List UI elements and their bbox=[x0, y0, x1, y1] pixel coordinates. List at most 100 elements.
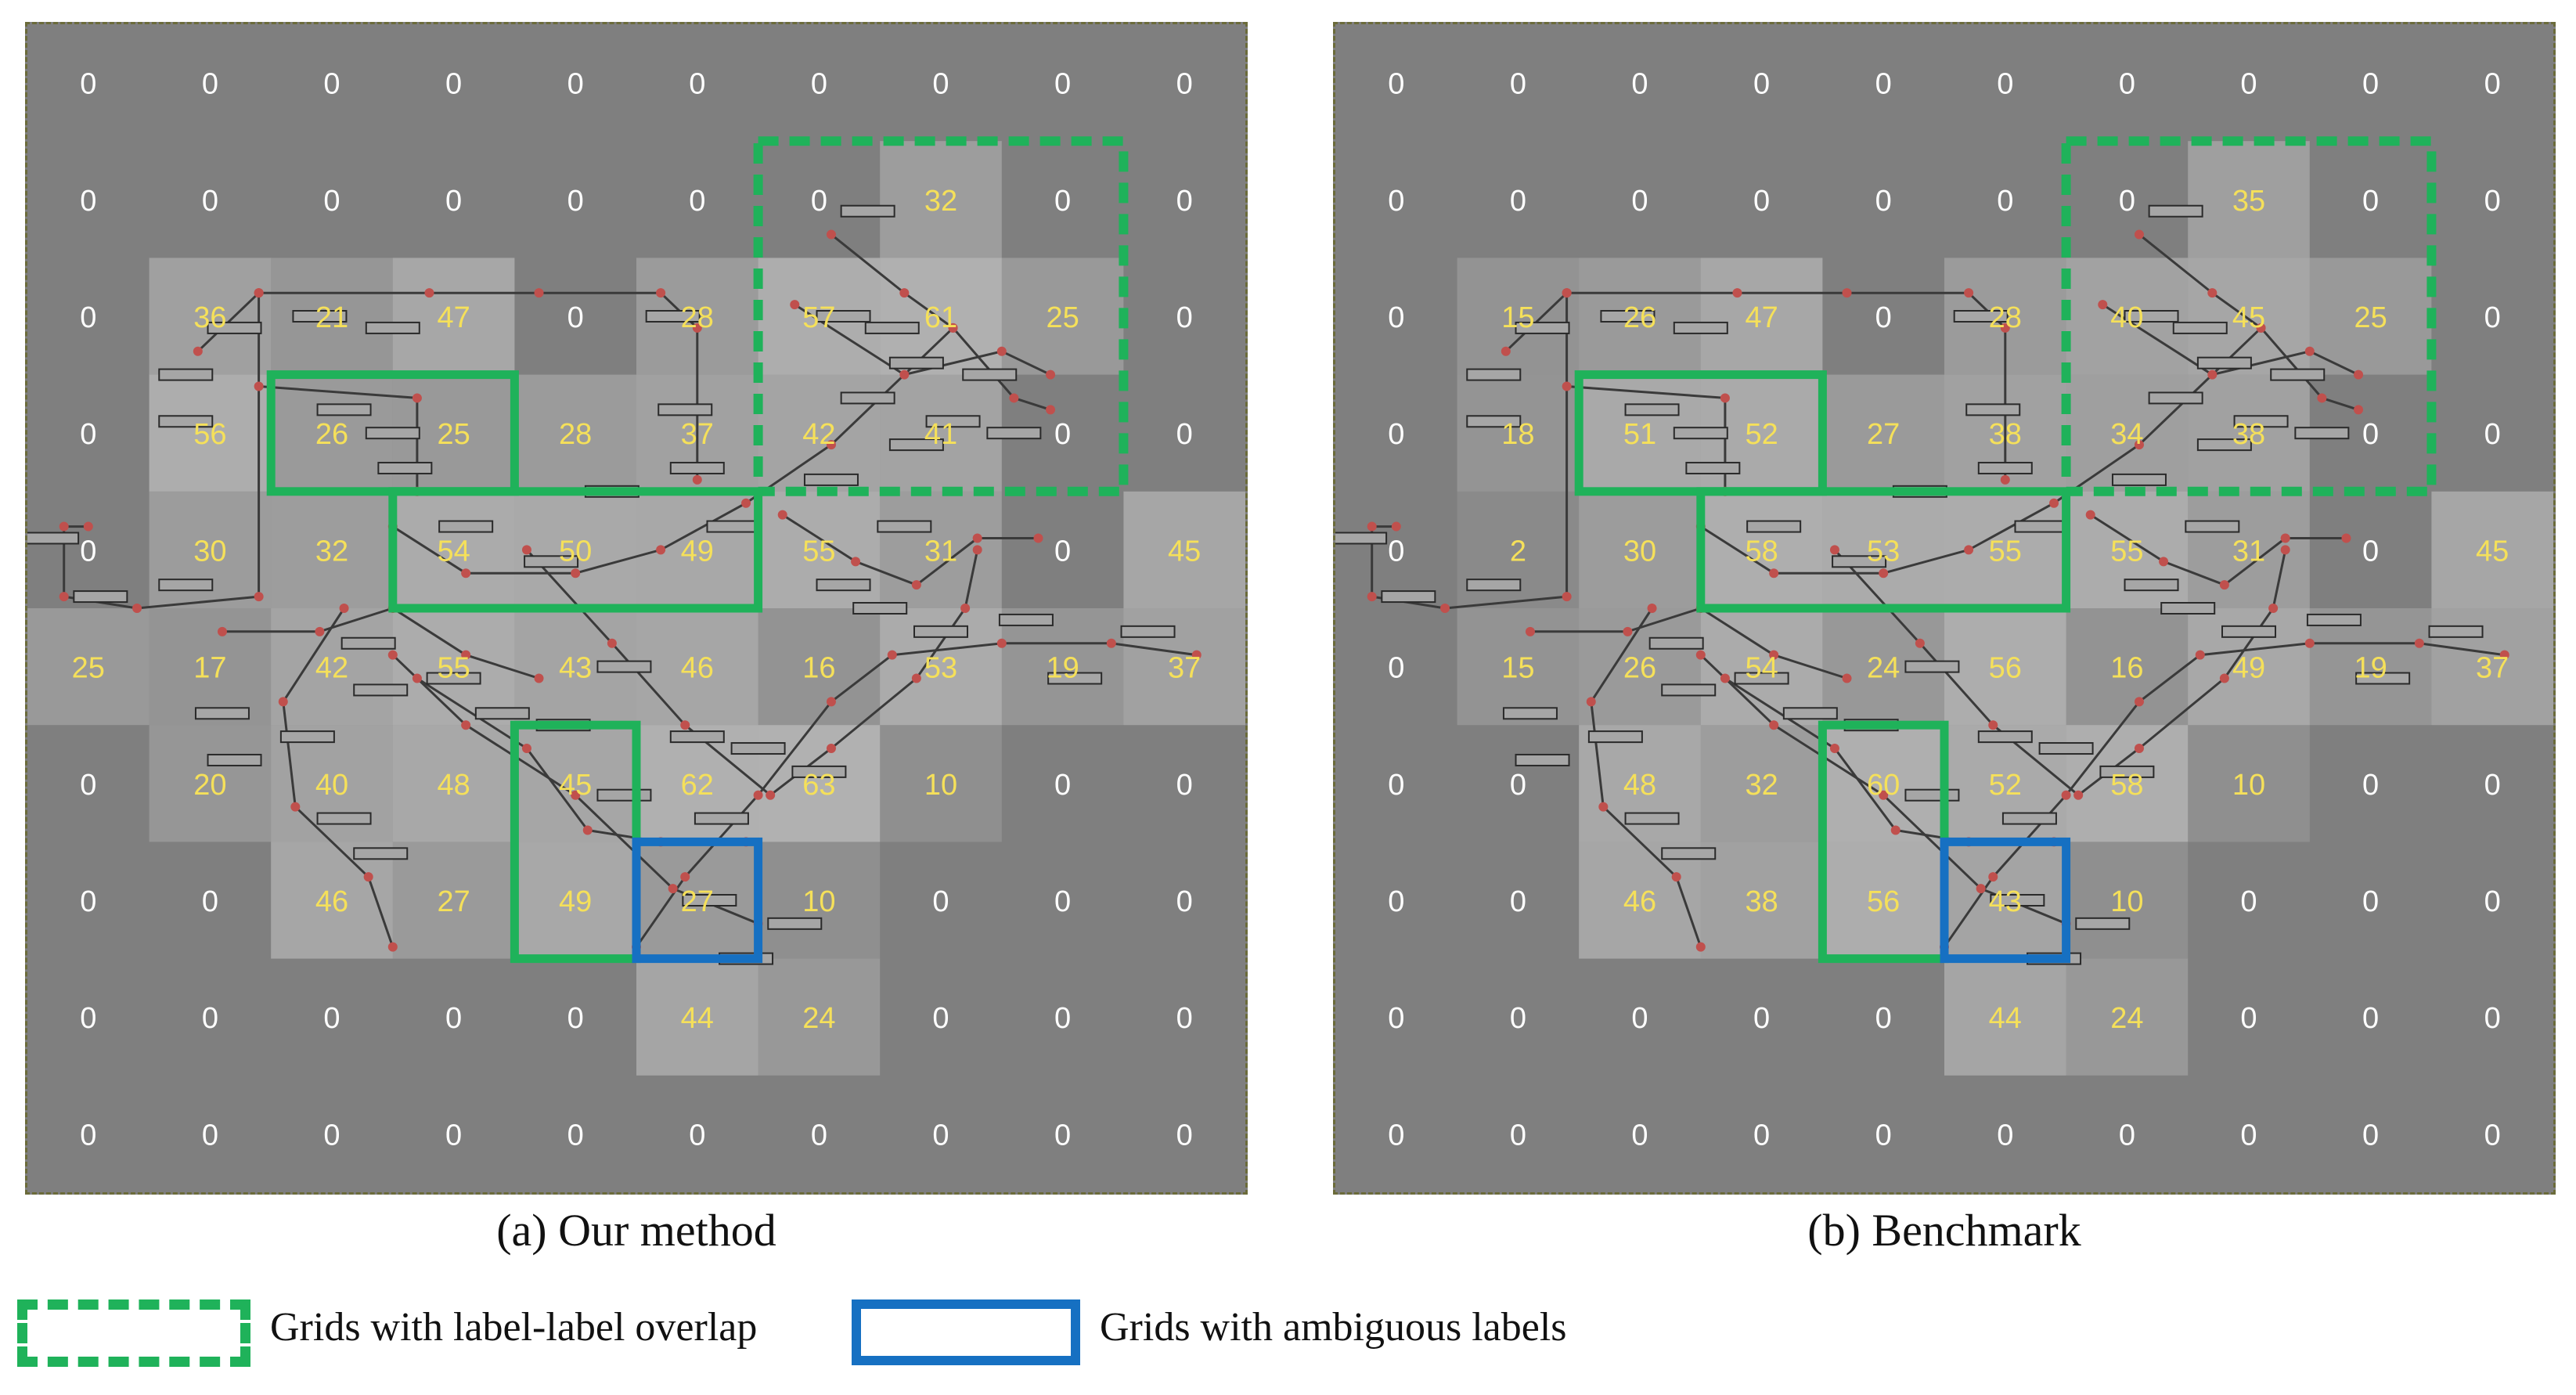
grid-cell-count: 16 bbox=[2110, 652, 2143, 685]
station-dot bbox=[2134, 440, 2144, 450]
station-dot bbox=[753, 790, 763, 800]
station-label-box bbox=[682, 894, 737, 907]
grid-cell-count: 37 bbox=[681, 418, 714, 451]
grid-cell-count: 38 bbox=[1989, 418, 2022, 451]
station-label-box bbox=[2014, 520, 2070, 533]
grid-cell-count: 0 bbox=[1388, 885, 1404, 918]
grid-cell-count: 0 bbox=[2362, 418, 2379, 451]
grid-cell-count: 0 bbox=[323, 185, 340, 218]
grid-cell-count: 0 bbox=[1875, 1002, 1892, 1035]
grid-cell-shade bbox=[1123, 491, 1245, 608]
grid-cell-count: 0 bbox=[202, 1119, 218, 1152]
station-label-box bbox=[524, 555, 579, 568]
grid-cell-count: 0 bbox=[445, 185, 462, 218]
station-dot bbox=[1647, 604, 1657, 613]
grid-cell-count: 19 bbox=[2354, 652, 2387, 685]
grid-cell-count: 0 bbox=[2362, 1002, 2379, 1035]
grid-cell-count: 0 bbox=[2240, 68, 2257, 101]
grid-cell-count: 55 bbox=[1989, 535, 2022, 568]
legend-dashed-box-swatch bbox=[17, 1299, 250, 1367]
station-dot bbox=[2098, 300, 2108, 310]
grid-cell-count: 0 bbox=[1388, 769, 1404, 802]
grid-cell-shade bbox=[514, 491, 636, 608]
grid-cell-count: 0 bbox=[567, 301, 584, 334]
station-dot bbox=[607, 638, 617, 648]
grid-cell-count: 63 bbox=[802, 769, 835, 802]
station-dot bbox=[1671, 872, 1681, 882]
station-dot bbox=[1046, 369, 1056, 380]
grid-cell-shade bbox=[1822, 491, 1944, 608]
grid-cell-count: 0 bbox=[1631, 1119, 1648, 1152]
station-dot bbox=[656, 545, 666, 555]
station-label-box bbox=[2075, 917, 2131, 930]
station-label-box bbox=[596, 788, 652, 802]
station-label-box bbox=[877, 520, 932, 533]
station-dot bbox=[2134, 697, 2144, 707]
grid-cell-count: 0 bbox=[689, 1119, 705, 1152]
grid-cell-count: 0 bbox=[1875, 301, 1892, 334]
grid-cell-count: 41 bbox=[924, 418, 957, 451]
grid-cell-count: 54 bbox=[437, 535, 470, 568]
grid-cell-count: 0 bbox=[80, 769, 96, 802]
grid-cell-count: 43 bbox=[1989, 885, 2022, 918]
grid-cell-count: 0 bbox=[811, 1119, 827, 1152]
station-label-box bbox=[852, 602, 908, 615]
grid-cell-count: 28 bbox=[559, 418, 592, 451]
station-dot bbox=[2085, 510, 2095, 520]
grid-cell-count: 55 bbox=[2110, 535, 2143, 568]
grid-cell-count: 0 bbox=[1176, 185, 1193, 218]
station-dot bbox=[2256, 323, 2266, 333]
station-dot bbox=[521, 744, 531, 754]
station-label-box bbox=[1734, 672, 1789, 685]
station-dot bbox=[412, 393, 422, 403]
grid-cell-count: 47 bbox=[437, 301, 470, 334]
station-dot bbox=[424, 288, 434, 298]
grid-cell-count: 26 bbox=[1623, 652, 1656, 685]
grid-cell-count: 0 bbox=[1388, 68, 1404, 101]
station-dot bbox=[1915, 638, 1925, 648]
station-dot bbox=[1988, 872, 1998, 882]
station-label-box bbox=[1685, 461, 1741, 474]
station-dot bbox=[461, 568, 471, 579]
station-dot bbox=[1769, 720, 1779, 730]
station-dot bbox=[2414, 638, 2424, 648]
grid-cell-shade bbox=[758, 842, 881, 959]
station-label-box bbox=[840, 391, 895, 405]
network-line bbox=[635, 642, 1198, 948]
grid-cell-count: 44 bbox=[1989, 1002, 2022, 1035]
station-dot bbox=[960, 604, 971, 613]
grid-cell-count: 0 bbox=[1054, 885, 1071, 918]
ambiguous-region-box bbox=[1940, 837, 2071, 964]
grid-cell-count: 27 bbox=[437, 885, 470, 918]
grid-cell-shade bbox=[880, 141, 1002, 258]
station-dot bbox=[1598, 802, 1609, 812]
station-dot bbox=[741, 498, 751, 508]
station-dot bbox=[2073, 790, 2084, 800]
grid-cell-count: 46 bbox=[681, 652, 714, 685]
grid-cell-count: 0 bbox=[445, 68, 462, 101]
station-label-box bbox=[888, 438, 944, 452]
grid-cell-count: 0 bbox=[1054, 1002, 1071, 1035]
grid-cell-count: 0 bbox=[811, 68, 827, 101]
station-label-box bbox=[767, 917, 823, 930]
station-dot bbox=[777, 510, 787, 520]
grid-cell-count: 0 bbox=[1510, 769, 1526, 802]
grid-cell-shade bbox=[2188, 141, 2310, 258]
grid-cell-count: 0 bbox=[1875, 1119, 1892, 1152]
grid-cell-count: 0 bbox=[1054, 418, 1071, 451]
station-label-box bbox=[2148, 204, 2203, 218]
grid-cell-shade bbox=[2066, 842, 2189, 959]
station-label-box bbox=[365, 321, 420, 334]
grid-cell-count: 52 bbox=[1989, 769, 2022, 802]
grid-cell-count: 0 bbox=[1997, 1119, 2013, 1152]
station-label-box bbox=[1648, 636, 1704, 650]
grid-cell-count: 0 bbox=[1388, 652, 1404, 685]
grid-cell-shade bbox=[1457, 374, 1580, 492]
station-dot bbox=[1976, 884, 1986, 894]
station-label-box bbox=[596, 660, 652, 673]
grid-cell-shade bbox=[514, 842, 636, 959]
grid-cell-shade bbox=[2066, 608, 2189, 726]
station-dot bbox=[996, 638, 1007, 648]
grid-cell-count: 0 bbox=[2484, 185, 2501, 218]
